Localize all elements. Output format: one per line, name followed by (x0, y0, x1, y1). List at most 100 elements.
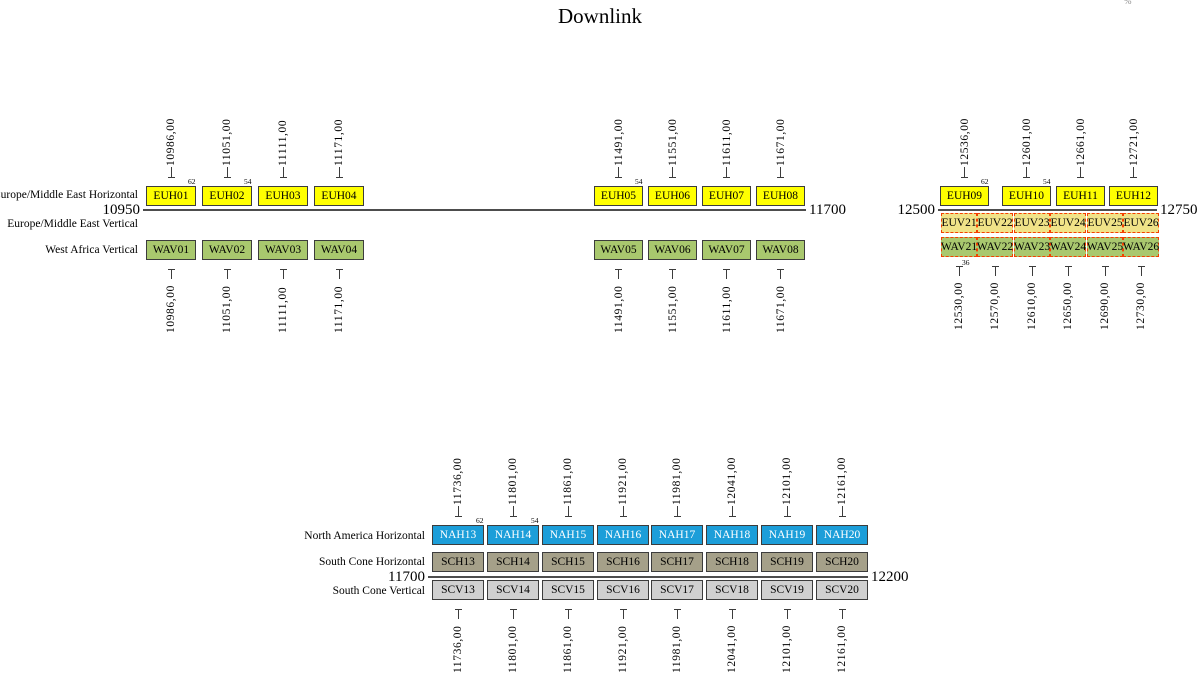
tick-stem (786, 506, 788, 516)
channel-box-nah13: NAH13 (432, 525, 484, 545)
tick-cap (615, 177, 622, 178)
freq-label: 12041,00 (726, 625, 738, 673)
tick-stem (512, 609, 514, 619)
tick-stem (780, 269, 781, 279)
freq-label: 11981,00 (671, 457, 683, 506)
channel-box-scv17: SCV17 (651, 580, 703, 600)
freq-label: 11801,00 (507, 457, 519, 506)
tick-stem (676, 609, 678, 619)
tick-stem (786, 609, 788, 619)
channel-box-sch19: SCH19 (761, 552, 813, 572)
tick-stem (731, 506, 733, 516)
freq-label: 12690,00 (1099, 282, 1111, 330)
diagram-title: Downlink (558, 4, 642, 28)
freq-label: 11111,00 (277, 286, 289, 333)
channel-box-euh12: EUH12 (1109, 186, 1158, 206)
freq-label: 10986,00 (165, 285, 177, 333)
tick-stem (964, 167, 965, 177)
freq-label: 12101,00 (781, 457, 793, 505)
tick-stem (841, 506, 843, 516)
frequency-axis-line-bottom (428, 576, 868, 578)
channel-box-wav25: WAV25 (1087, 237, 1123, 257)
freq-label: 11051,00 (221, 118, 233, 167)
axis-end-label-right: 12750 (1160, 202, 1198, 218)
freq-label: 11801,00 (507, 625, 519, 674)
frequency-axis-line-right (938, 209, 1157, 211)
tick-stem (676, 506, 678, 516)
tick-cap (783, 516, 791, 517)
tick-stem (338, 167, 340, 177)
tick-cap (723, 177, 730, 178)
axis-start-label-right: 12500 (897, 202, 936, 218)
tick-stem (958, 266, 960, 276)
tick-cap (669, 177, 676, 178)
tick-stem (618, 167, 619, 177)
tick-cap (838, 516, 846, 517)
bandwidth-note: 62 (981, 177, 989, 186)
channel-box-wav21: WAV21 (941, 237, 977, 257)
tick-stem (1133, 167, 1134, 177)
row-label-europe-middle-east-horizontal: Europe/Middle East Horizontal (0, 189, 138, 201)
freq-label: 12161,00 (836, 625, 848, 673)
tick-cap (509, 516, 517, 517)
channel-box-euv25: EUV25 (1087, 213, 1123, 233)
channel-box-euh11: EUH11 (1056, 186, 1105, 206)
channel-box-euv22: EUV22 (977, 213, 1013, 233)
freq-label: 11861,00 (562, 457, 574, 506)
tick-stem (282, 167, 284, 177)
channel-box-sch16: SCH16 (597, 552, 649, 572)
freq-label: 12721,00 (1127, 118, 1140, 166)
channel-box-sch14: SCH14 (487, 552, 539, 572)
freq-label: 11736,00 (452, 625, 464, 674)
tick-stem (1140, 266, 1142, 276)
bandwidth-note: 54 (244, 177, 252, 186)
tick-stem (1080, 167, 1081, 177)
tick-cap (961, 177, 968, 178)
channel-box-euh03: EUH03 (258, 186, 308, 206)
freq-label: 11861,00 (562, 625, 574, 674)
freq-label: 11921,00 (617, 625, 629, 674)
freq-label: 11491,00 (612, 118, 625, 167)
freq-label: 12610,00 (1026, 282, 1038, 330)
tick-stem (170, 269, 172, 279)
tick-stem (226, 269, 228, 279)
freq-label: 12650,00 (1062, 282, 1074, 330)
row-label-west-africa-vertical: West Africa Vertical (45, 244, 138, 256)
bandwidth-note: 62 (476, 516, 484, 525)
channel-box-euv24: EUV24 (1050, 213, 1086, 233)
channel-box-euh09: EUH09 (940, 186, 989, 206)
tick-stem (282, 269, 284, 279)
freq-label: 11491,00 (612, 285, 625, 334)
tick-cap (1077, 177, 1084, 178)
channel-box-scv19: SCV19 (761, 580, 813, 600)
freq-label: 10986,00 (165, 118, 177, 166)
freq-label: 12161,00 (836, 457, 848, 505)
row-label-europe-middle-east-vertical: Europe/Middle East Vertical (7, 218, 138, 230)
channel-box-euv21: EUV21 (941, 213, 977, 233)
channel-box-scv16: SCV16 (597, 580, 649, 600)
channel-box-wav03: WAV03 (258, 240, 308, 260)
channel-box-sch20: SCH20 (816, 552, 868, 572)
channel-box-wav22: WAV22 (977, 237, 1013, 257)
tick-stem (726, 269, 727, 279)
tick-cap (1023, 177, 1030, 178)
tick-cap (1130, 177, 1137, 178)
tick-stem (841, 609, 843, 619)
tick-cap (728, 516, 736, 517)
tick-stem (567, 506, 569, 516)
channel-box-wav01: WAV01 (146, 240, 196, 260)
row-label-south-cone-horizontal: South Cone Horizontal (318, 556, 425, 568)
freq-label: 11171,00 (333, 285, 345, 333)
tick-stem (1104, 266, 1106, 276)
freq-label: 12101,00 (781, 625, 793, 673)
channel-box-nah15: NAH15 (542, 525, 594, 545)
freq-label: 11671,00 (774, 285, 787, 334)
tick-cap (777, 177, 784, 178)
corner-mark: % (1124, 0, 1132, 6)
tick-stem (672, 269, 673, 279)
channel-box-wav24: WAV24 (1050, 237, 1086, 257)
axis-start-label-bottom: 11700 (388, 569, 425, 585)
tick-stem (622, 609, 624, 619)
channel-box-euh08: EUH08 (756, 186, 805, 206)
freq-label: 11051,00 (221, 285, 233, 334)
